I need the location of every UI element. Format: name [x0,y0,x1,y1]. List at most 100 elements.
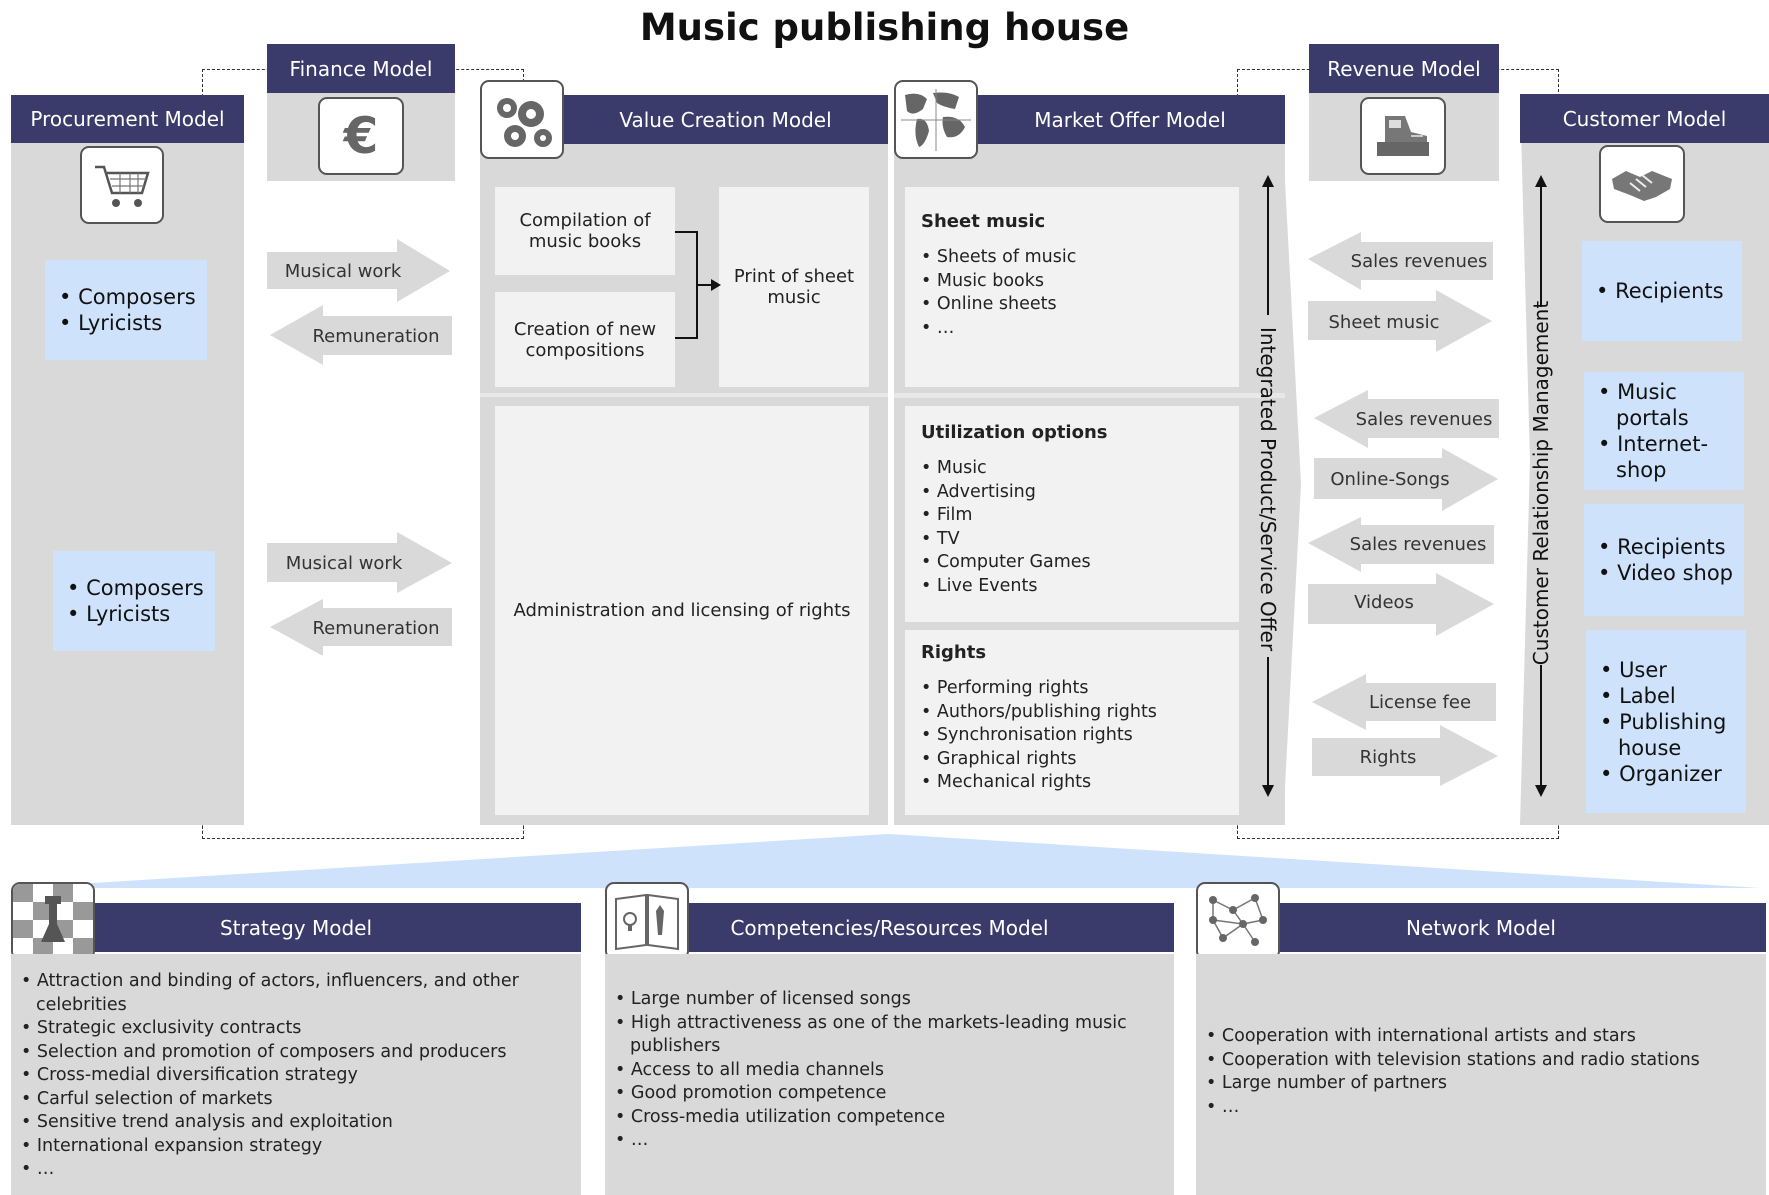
list-item: Strategic exclusivity contracts [21,1017,581,1041]
cash-register-icon [1360,97,1446,175]
compilation-box: Compilation of music books [495,187,675,275]
competencies-panel: Large number of licensed songs High attr… [605,954,1174,1195]
list-item: TV [921,528,1223,552]
list-item: Cross-media utilization competence [615,1106,1174,1130]
sheet-music-title: Sheet music [921,211,1046,232]
arrow-license-fee: License fee [1368,691,1472,713]
finance-arrows [267,239,452,655]
list-item: Label [1600,683,1746,709]
list-item: Mechanical rights [921,771,1223,795]
network-panel: Cooperation with international artists a… [1196,954,1766,1195]
list-item: Music portals [1598,379,1744,431]
list-item: Composers [59,284,196,310]
customer-box-4: User Label Publishing house Organizer [1586,630,1746,813]
revenue-header: Revenue Model [1309,44,1499,93]
arrow-remuneration-2: Remuneration [312,617,440,639]
admin-box: Administration and licensing of rights [495,406,869,815]
list-item: Cooperation with international artists a… [1206,1025,1766,1049]
list-item: Online sheets [921,293,1223,317]
list-item: Cross-medial diversification strategy [21,1064,581,1088]
list-item: Live Events [921,575,1223,599]
list-item: Music books [921,270,1223,294]
list-item: Recipients [1596,278,1724,304]
arrow-right-shape [267,532,452,593]
finance-header: Finance Model [267,44,455,93]
integrated-offer-label: Integrated Product/Service Offer [1256,326,1280,652]
arrow-musical-work-1: Musical work [284,260,402,282]
arrow-sales-revenues-3: Sales revenues [1349,533,1487,555]
list-item: Good promotion competence [615,1082,1174,1106]
rights-title: Rights [921,642,987,663]
shopping-cart-icon [80,146,164,224]
list-item: International expansion strategy [21,1135,581,1159]
integrated-offer-arrow [1262,175,1274,797]
customer-box-2: Music portalsInternet-shop [1584,372,1744,490]
sheet-music-box: Sheet music Sheets of music Music books … [905,187,1239,387]
procurement-header: Procurement Model [11,95,244,143]
integrated-offer-label-wrap: Integrated Product/Service Offer [1255,327,1281,651]
list-item: Film [921,504,1223,528]
creation-box: Creation of new compositions [495,292,675,387]
crm-label-wrap: Customer Relationship Management [1528,301,1554,665]
list-item: Large number of partners [1206,1072,1766,1096]
arrow-rights: Rights [1359,746,1417,768]
list-item: … [615,1129,1174,1153]
network-icon [1196,882,1280,960]
list-item: High attractiveness as one of the market… [615,1012,1174,1059]
arrow-musical-work-2: Musical work [285,552,403,574]
euro-icon: € [318,97,404,175]
list-item: Video shop [1598,560,1733,586]
list-item: Graphical rights [921,748,1223,772]
fan-connector [12,834,1760,888]
chess-icon [11,882,95,960]
print-box: Print of sheet music [719,187,869,387]
crm-arrow [1535,175,1547,797]
utilization-title: Utilization options [921,422,1108,443]
list-item: Composers [67,575,204,601]
market-offer-header: Market Offer Model [975,95,1285,144]
globe-icon [894,80,978,159]
network-header: Network Model [1196,903,1766,952]
utilization-box: Utilization options Music Advertising Fi… [905,406,1239,622]
list-item: User [1600,657,1746,683]
arrow-videos: Videos [1354,591,1414,613]
value-creation-divider [480,393,888,397]
crm-label: Customer Relationship Management [1529,300,1553,666]
list-item: Synchronisation rights [921,724,1223,748]
list-item: Computer Games [921,551,1223,575]
market-offer-arrow-shape [1283,143,1301,825]
list-item: Sensitive trend analysis and exploitatio… [21,1111,581,1135]
revenue-arrows [1308,232,1499,786]
arrow-sheet-music: Sheet music [1328,311,1440,333]
list-item: Organizer [1600,761,1746,787]
list-item: Selection and promotion of composers and… [21,1041,581,1065]
finance-dashed-bottom [202,820,524,839]
revenue-dashed-bottom [1237,820,1559,839]
list-item: Recipients [1598,534,1733,560]
list-item: Cooperation with television stations and… [1206,1049,1766,1073]
arrow-remuneration-1: Remuneration [312,325,440,347]
competencies-header: Competencies/Resources Model [605,903,1174,952]
list-item: Performing rights [921,677,1223,701]
arrow-sales-revenues-2: Sales revenues [1355,408,1493,430]
list-item: … [21,1158,581,1182]
list-item: Advertising [921,481,1223,505]
list-item: … [1206,1096,1766,1120]
customer-box-1: Recipients [1582,241,1742,341]
arrow-left-shape [270,305,452,365]
list-item: Music [921,457,1223,481]
strategy-panel: Attraction and binding of actors, influe… [11,954,581,1195]
list-item: Internet-shop [1598,431,1744,483]
value-creation-header: Value Creation Model [563,95,888,144]
arrow-online-songs: Online-Songs [1330,468,1450,490]
list-item: Lyricists [59,310,196,336]
list-item: Lyricists [67,601,204,627]
customer-header: Customer Model [1520,94,1769,143]
list-item: Sheets of music [921,246,1223,270]
arrow-sales-revenues-1: Sales revenues [1350,250,1488,272]
list-item: … [921,317,1223,341]
list-item: Publishing house [1600,709,1746,761]
list-item: Carful selection of markets [21,1088,581,1112]
list-item: Authors/publishing rights [921,701,1223,725]
handshake-icon [1599,145,1685,223]
